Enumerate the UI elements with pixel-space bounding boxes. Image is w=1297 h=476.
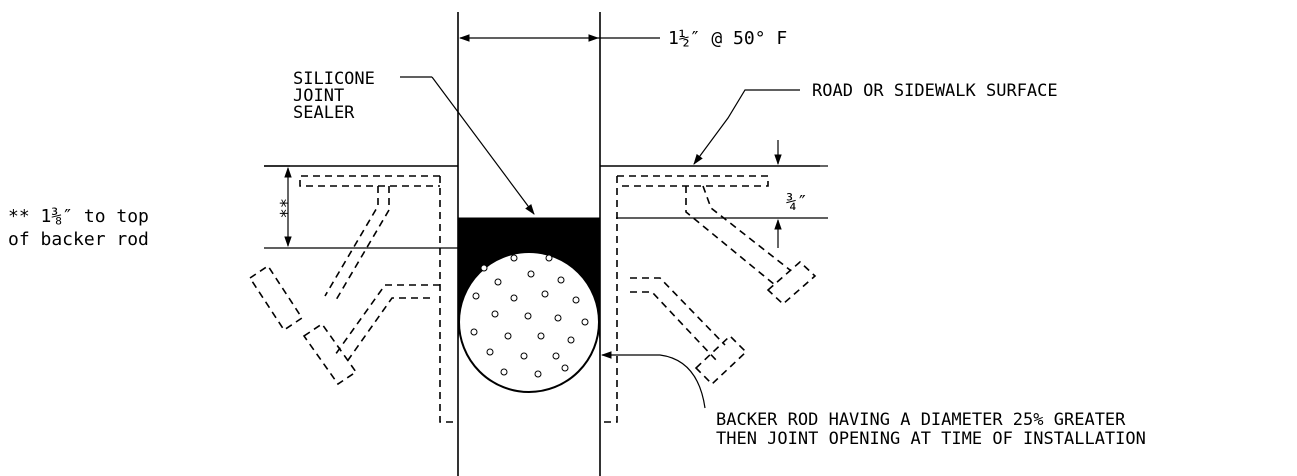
surface-label: ROAD OR SIDEWALK SURFACE xyxy=(812,81,1058,101)
seal-depth-label: ¾″ xyxy=(786,192,808,213)
sealer-label-line3: SEALER xyxy=(293,103,355,123)
sealer-label-line2: JOINT xyxy=(293,86,344,106)
backer-rod-label-line2: THEN JOINT OPENING AT TIME OF INSTALLATI… xyxy=(716,429,1146,449)
backer-depth-stars: ** xyxy=(270,198,290,218)
left-anchors xyxy=(248,175,458,423)
backer-rod-leader xyxy=(600,351,706,409)
right-anchors xyxy=(600,175,817,423)
backer-depth-label-line1: ** 1⅜″ to top xyxy=(8,206,149,227)
backer-rod xyxy=(458,251,600,393)
backer-rod-label-line1: BACKER ROD HAVING A DIAMETER 25% GREATER xyxy=(716,410,1126,430)
backer-depth-label-line2: of backer rod xyxy=(8,229,149,250)
joint-width-label: 1½″ @ 50° F xyxy=(668,28,787,49)
surface-leader xyxy=(693,89,800,165)
backer-rod-texture xyxy=(470,254,589,378)
sealer-leader-arrow xyxy=(431,76,535,215)
sealer-label-line1: SILICONE xyxy=(293,69,375,89)
